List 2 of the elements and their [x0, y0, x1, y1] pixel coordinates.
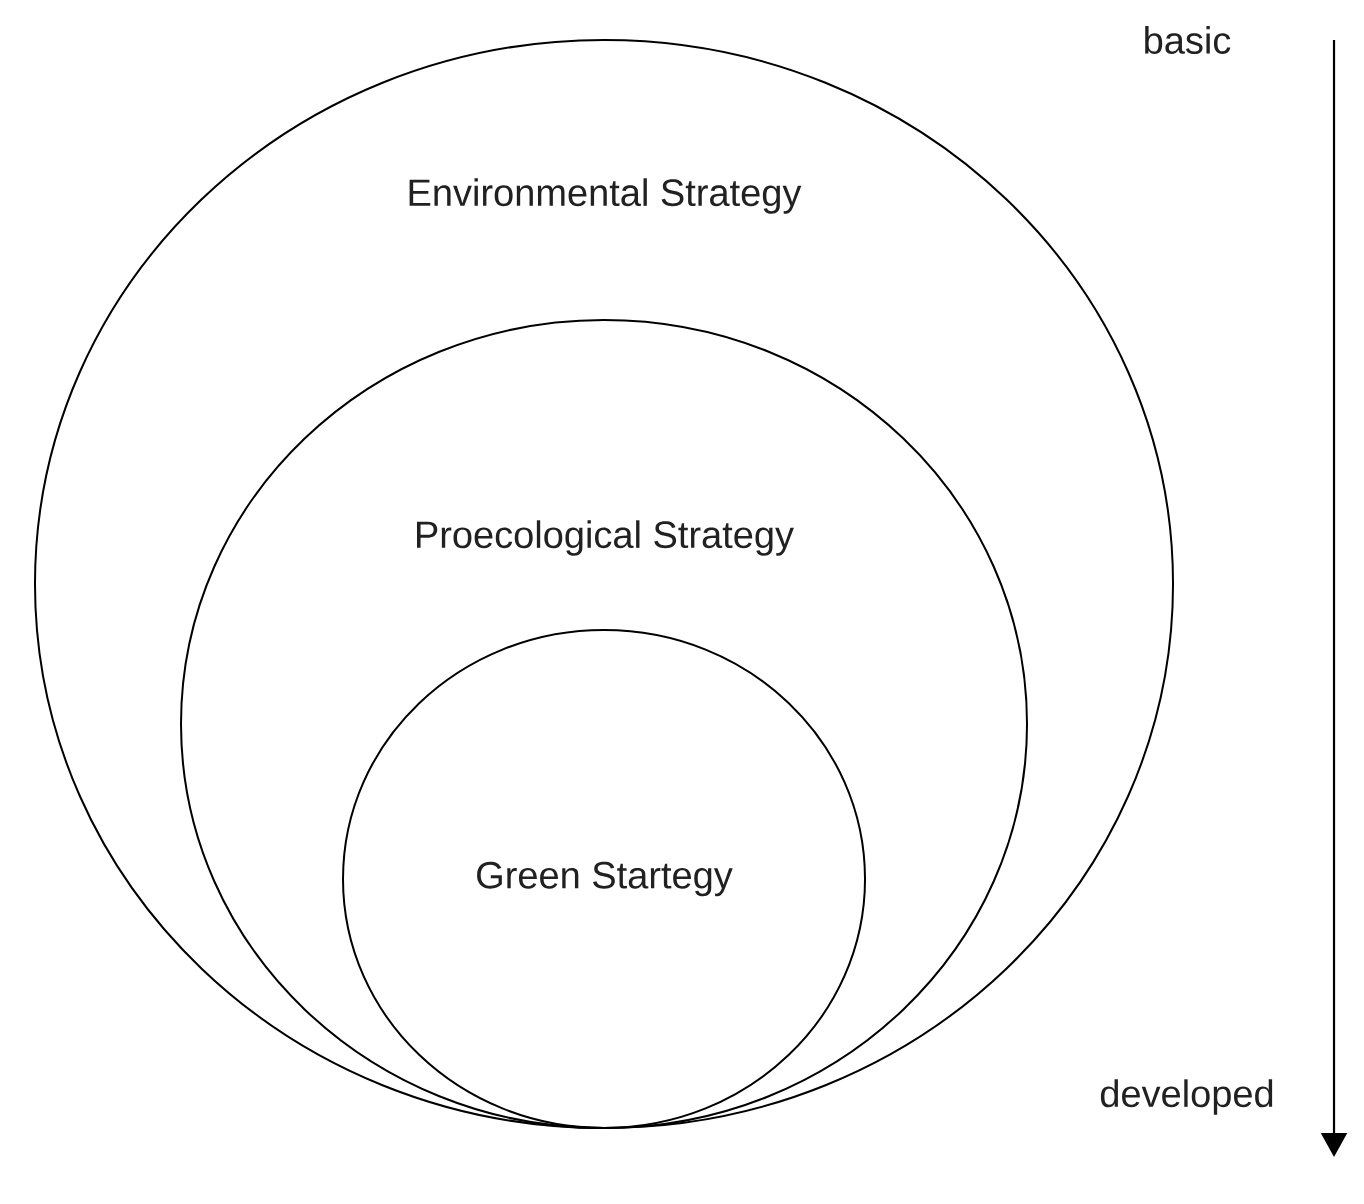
scale-label: basic	[1145, 26, 1231, 54]
scale-label: developed	[1100, 1079, 1273, 1115]
